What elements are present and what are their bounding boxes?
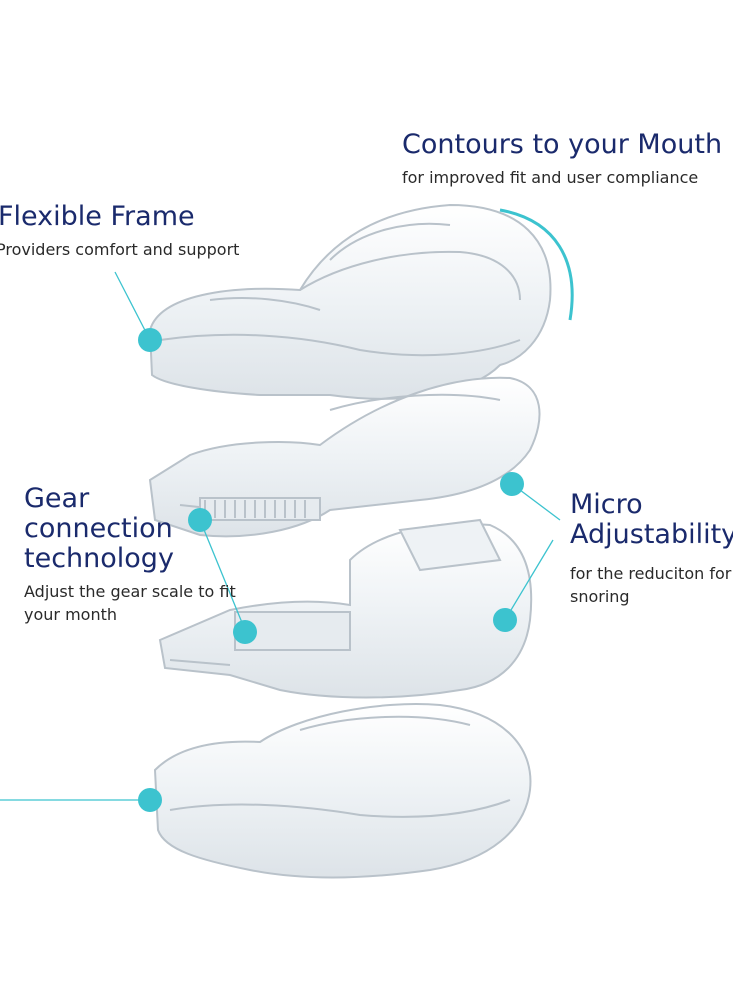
- accent-dots: [138, 328, 524, 812]
- bottom-tray: [153, 703, 532, 879]
- callout-title-flexible-frame: Flexible Frame: [0, 201, 195, 232]
- leader-lines: [0, 271, 561, 801]
- dot-micro-adjust-lower: [493, 608, 517, 632]
- callout-subtitle-flexible-frame: Providers comfort and support: [0, 240, 240, 259]
- dot-flexible-frame: [138, 328, 162, 352]
- callout-subtitle-micro-adjustability: for the reduciton for snoring: [570, 564, 732, 607]
- callout-title-contours: Contours to your Mouth: [402, 129, 723, 160]
- dot-gear-scale: [233, 620, 257, 644]
- contour-accent-curve: [499, 208, 574, 321]
- dot-gear-connection: [188, 508, 212, 532]
- callout-title-micro-adjustability: Micro Adjustability: [570, 489, 733, 551]
- top-tray: [148, 203, 552, 400]
- dot-bottom-tray: [138, 788, 162, 812]
- dot-micro-adjust-upper: [500, 472, 524, 496]
- callout-subtitle-gear-connection: Adjust the gear scale to fit your month: [24, 582, 236, 625]
- callout-subtitle-contours: for improved fit and user compliance: [402, 168, 699, 187]
- adjustment-plate: [158, 518, 533, 699]
- callout-title-gear-connection: Gear connection technology: [24, 483, 174, 575]
